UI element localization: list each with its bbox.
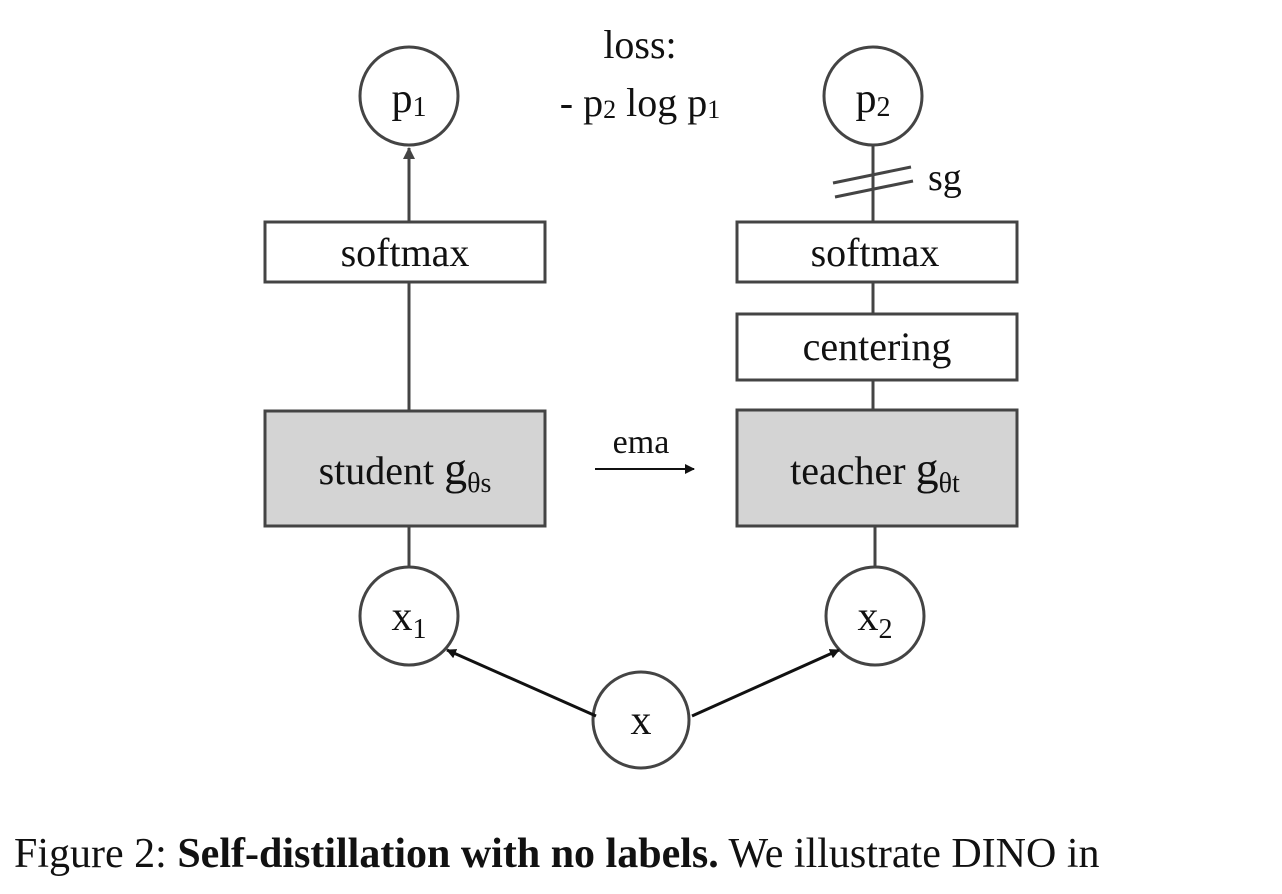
- student-encoder-label: student gθs: [319, 443, 492, 499]
- teacher-encoder-label: teacher gθt: [790, 443, 960, 499]
- stop-gradient-mark-2: [834, 179, 914, 199]
- stop-gradient-label: sg: [928, 157, 962, 199]
- loss-label: loss:: [603, 22, 676, 67]
- caption-bold: Self-distillation with no labels.: [177, 831, 719, 877]
- teacher-encoder-box: [735, 408, 1019, 528]
- dino-diagram: loss: - p2 log p1 p1 softmax student gθs…: [263, 22, 1019, 770]
- x-node: [591, 670, 691, 770]
- x-label: x: [631, 698, 652, 744]
- p1-label: p1: [392, 76, 427, 123]
- loss-formula: - p2 log p1: [560, 80, 720, 125]
- x2-node: [824, 565, 926, 667]
- caption-rest: We illustrate DINO in: [718, 831, 1100, 877]
- caption-prefix: Figure 2:: [14, 831, 178, 877]
- student-encoder-box: [263, 409, 547, 528]
- student-softmax-label: softmax: [341, 230, 470, 275]
- p1-node: [358, 45, 460, 147]
- teacher-softmax-box: [735, 220, 1019, 284]
- x1-label: x1: [392, 594, 427, 645]
- teacher-softmax-label: softmax: [811, 230, 940, 275]
- x-to-x1-arrow: [446, 648, 597, 718]
- centering-label: centering: [803, 324, 952, 369]
- figure-caption: Figure 2: Self-distillation with no labe…: [14, 826, 1282, 882]
- student-branch: p1 softmax student gθs x1: [263, 45, 547, 667]
- stop-gradient-mark-1: [832, 165, 912, 185]
- ema-label: ema: [613, 424, 670, 461]
- p2-label: p2: [856, 76, 891, 123]
- centering-box: [735, 312, 1019, 382]
- x-to-x2-arrow: [691, 648, 840, 718]
- x2-label: x2: [858, 594, 893, 645]
- teacher-branch: p2 sg softmax centering teacher gθt x2: [735, 45, 1019, 667]
- x1-node: [358, 565, 460, 667]
- student-softmax-box: [263, 220, 547, 284]
